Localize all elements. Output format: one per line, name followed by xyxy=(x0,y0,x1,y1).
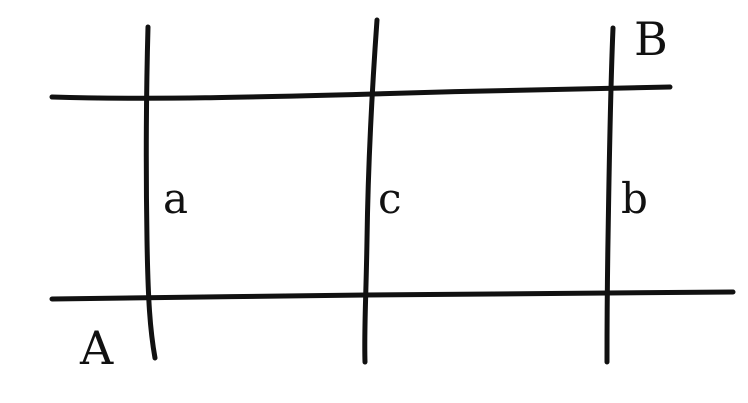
road-a-label: a xyxy=(163,174,188,223)
right-vertical-line xyxy=(604,25,616,365)
middle-vertical-line xyxy=(362,17,380,365)
point-a-label: A xyxy=(79,321,114,375)
left-vertical-line xyxy=(143,24,158,361)
point-b-label: B xyxy=(634,12,668,66)
road-c-label: c xyxy=(378,174,402,223)
bottom-horizontal-line xyxy=(49,289,736,302)
road-b-label: b xyxy=(621,174,648,223)
